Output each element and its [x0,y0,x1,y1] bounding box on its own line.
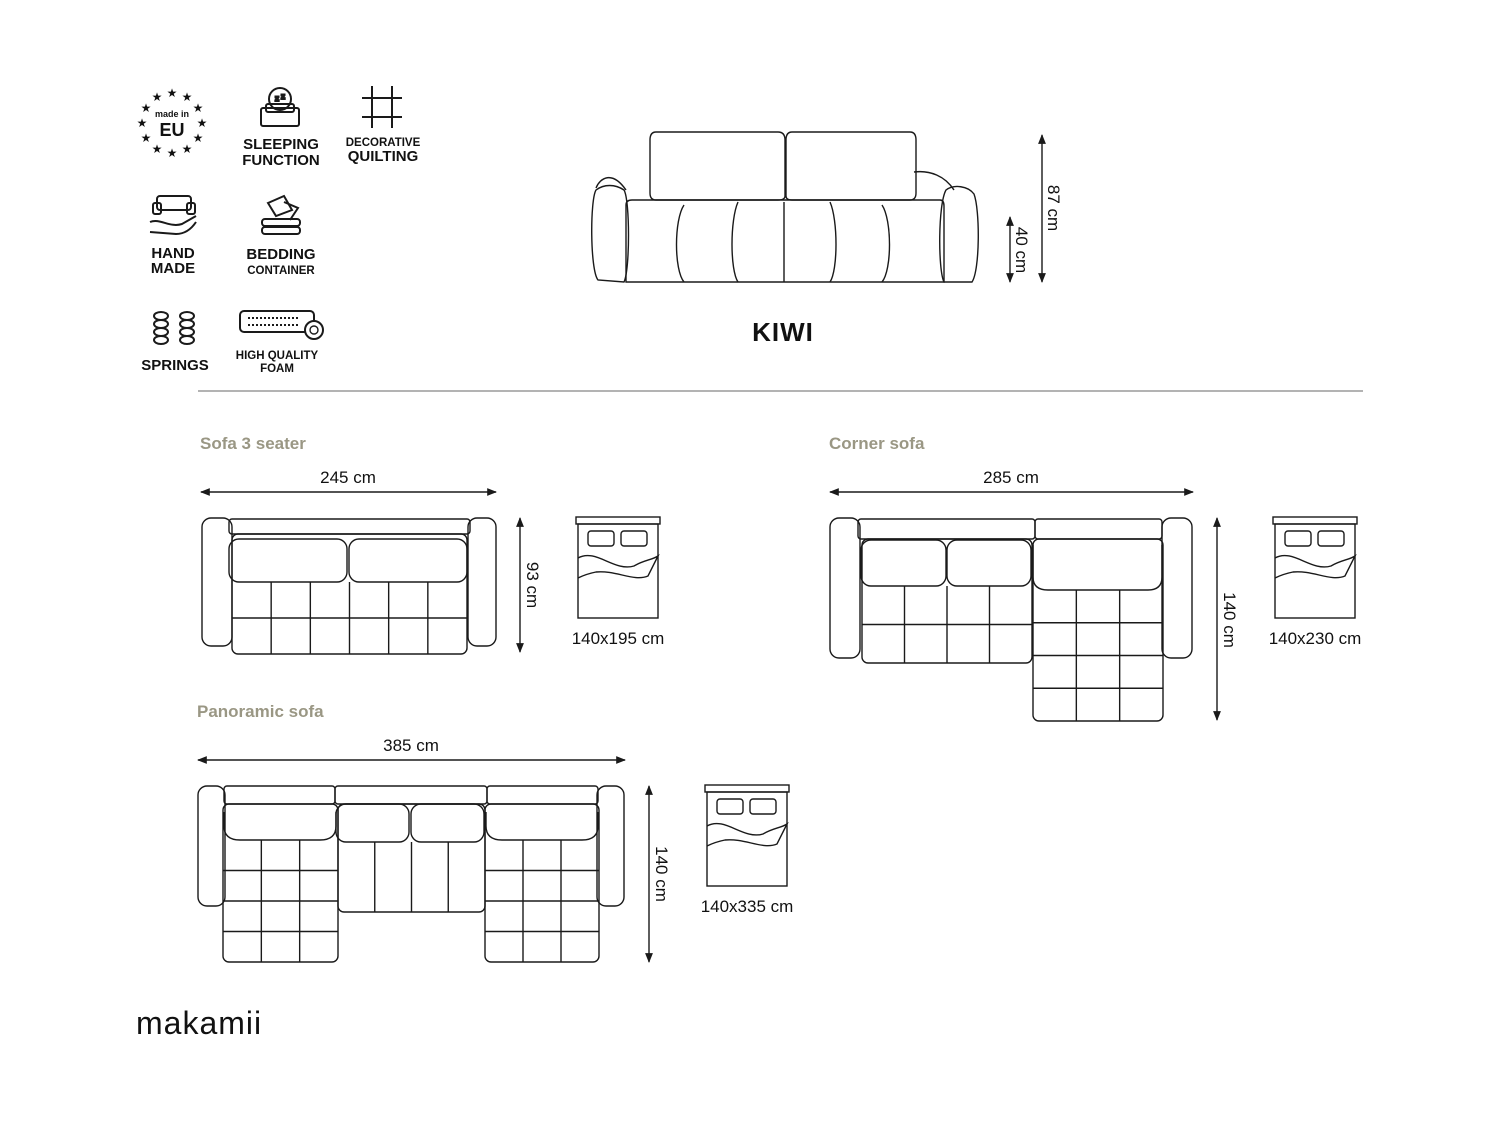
corner-sofa-width-label: 285 cm [983,468,1039,487]
sofa-front-view [591,131,979,283]
sleeping-function-line2: FUNCTION [242,152,320,169]
foam-badge-icon [239,310,324,340]
hand-made-line2: MADE [151,260,195,277]
high-quality-foam-line2: FOAM [260,363,294,375]
sleeping-person-icon: z z [260,87,300,127]
corner-sofa-bed-icon [1272,516,1358,619]
svg-text:★: ★ [141,131,152,145]
panoramic-sofa-bed-icon [704,784,790,887]
svg-text:z: z [275,94,279,103]
made-in-eu-label: EU [159,120,184,140]
corner-sofa-plan [829,517,1193,722]
panoramic-sofa-depth-label: 140 cm [652,846,671,902]
hand-sofa-icon [149,195,197,236]
quilting-stitch-icon [362,86,402,128]
brand-logo: makamii [136,1005,262,1041]
svg-text:★: ★ [197,116,208,130]
svg-text:★: ★ [152,142,163,156]
decorative-quilting-line2: QUILTING [348,148,419,165]
three-seater-depth-label: 93 cm [523,562,542,608]
svg-text:★: ★ [137,116,148,130]
eu-stars-icon: ★★★★★★★★★★★★ made in EU [137,86,208,160]
panoramic-sofa-plan [197,785,625,963]
total-height-label: 87 cm [1044,185,1063,231]
springs-label: SPRINGS [141,357,209,374]
made-in-small-label: made in [155,109,189,119]
hand-made-line1: HAND [151,245,194,262]
decorative-quilting-line1: DECORATIVE [346,137,421,149]
svg-text:★: ★ [182,142,193,156]
corner-sofa-depth-label: 140 cm [1220,592,1239,648]
panoramic-sofa-label: Panoramic sofa [197,702,324,721]
sleeping-function-line1: SLEEPING [243,136,319,153]
svg-text:★: ★ [182,90,193,104]
three-seater-bed-icon [575,516,661,619]
svg-text:z: z [281,92,285,101]
bedding-container-line2: CONTAINER [247,265,315,277]
three-seater-label: Sofa 3 seater [200,434,306,453]
svg-text:★: ★ [152,90,163,104]
svg-text:★: ★ [167,86,178,100]
bedding-stack-icon [261,194,301,235]
corner-sofa-label: Corner sofa [829,434,925,453]
springs-icon [153,311,195,345]
svg-text:★: ★ [141,101,152,115]
three-seater-width-label: 245 cm [320,468,376,487]
panoramic-sofa-width-label: 385 cm [383,736,439,755]
product-name: KIWI [752,317,814,347]
svg-text:★: ★ [193,131,204,145]
svg-text:★: ★ [167,146,178,160]
three-seater-bed-label: 140x195 cm [572,629,665,648]
svg-text:★: ★ [193,101,204,115]
seat-height-label: 40 cm [1012,227,1031,273]
three-seater-plan [201,517,497,655]
bedding-container-line1: BEDDING [246,246,315,263]
high-quality-foam-line1: HIGH QUALITY [236,350,319,362]
panoramic-sofa-bed-label: 140x335 cm [701,897,794,916]
corner-sofa-bed-label: 140x230 cm [1269,629,1362,648]
